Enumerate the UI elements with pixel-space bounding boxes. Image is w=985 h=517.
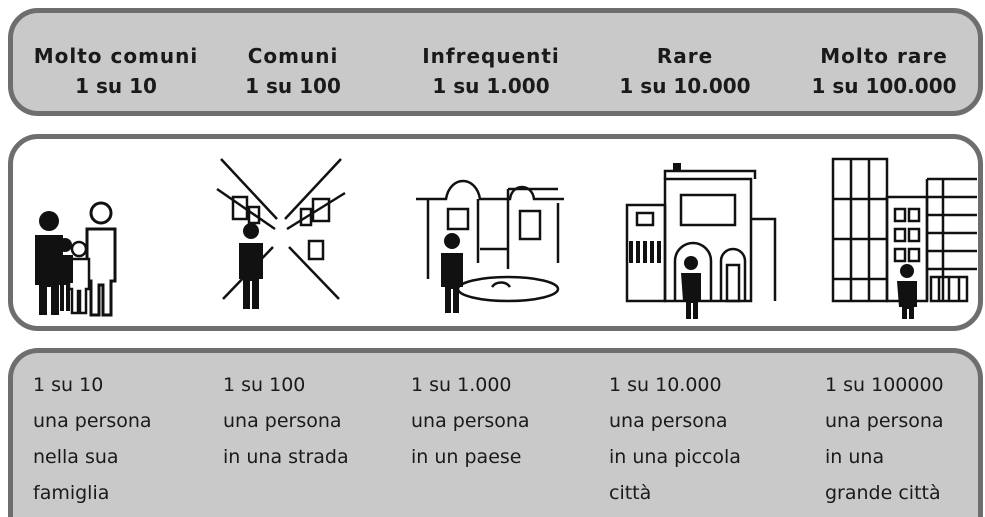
description-line: in una [825,446,885,468]
small-town-icon [625,163,777,319]
big-city-icon [831,157,977,319]
description-line: in una strada [223,446,349,468]
description-line: famiglia [33,482,110,504]
description-line: una persona [33,410,152,432]
description-line: una persona [609,410,728,432]
village-icon [416,179,564,313]
description-col-village: 1 su 1.000 una persona in un paese [411,367,596,475]
description-panel: 1 su 10 una persona nella sua famiglia 1… [8,348,983,517]
header-col-title: Rare [656,44,714,68]
header-col-molto-comuni: Molto comuni 1 su 10 [21,41,211,101]
header-col-ratio: 1 su 1.000 [432,74,550,98]
description-line: città [609,482,652,504]
header-col-ratio: 1 su 10 [75,74,157,98]
header-col-ratio: 1 su 10.000 [619,74,751,98]
description-line: 1 su 1.000 [411,374,512,396]
header-col-ratio: 1 su 100 [245,74,341,98]
description-line: 1 su 100 [223,374,306,396]
header-col-title: Molto comuni [33,44,199,68]
header-col-comuni: Comuni 1 su 100 [198,41,388,101]
description-line: una persona [411,410,530,432]
header-col-title: Comuni [247,44,339,68]
header-col-rare: Rare 1 su 10.000 [590,41,780,101]
header-col-title: Molto rare [820,44,948,68]
family-icon [35,201,117,317]
description-line: 1 su 10.000 [609,374,722,396]
header-col-molto-rare: Molto rare 1 su 100.000 [789,41,979,101]
frequency-header-panel: Molto comuni 1 su 10 Comuni 1 su 100 Inf… [8,8,983,116]
description-line: una persona [223,410,342,432]
header-col-title: Infrequenti [422,44,560,68]
description-line: una persona [825,410,944,432]
description-line: in un paese [411,446,522,468]
description-line: grande città [825,482,941,504]
header-col-infrequenti: Infrequenti 1 su 1.000 [396,41,586,101]
description-col-small-town: 1 su 10.000 una persona in una piccola c… [609,367,794,511]
illustration-panel [8,134,983,331]
description-line: in una piccola [609,446,741,468]
description-line: 1 su 100000 [825,374,944,396]
description-line: 1 su 10 [33,374,104,396]
description-col-family: 1 su 10 una persona nella sua famiglia [33,367,218,511]
header-col-ratio: 1 su 100.000 [811,74,957,98]
street-icon [216,158,346,309]
description-col-big-city: 1 su 100000 una persona in una grande ci… [825,367,985,511]
description-line: nella sua [33,446,119,468]
description-col-street: 1 su 100 una persona in una strada [223,367,408,475]
